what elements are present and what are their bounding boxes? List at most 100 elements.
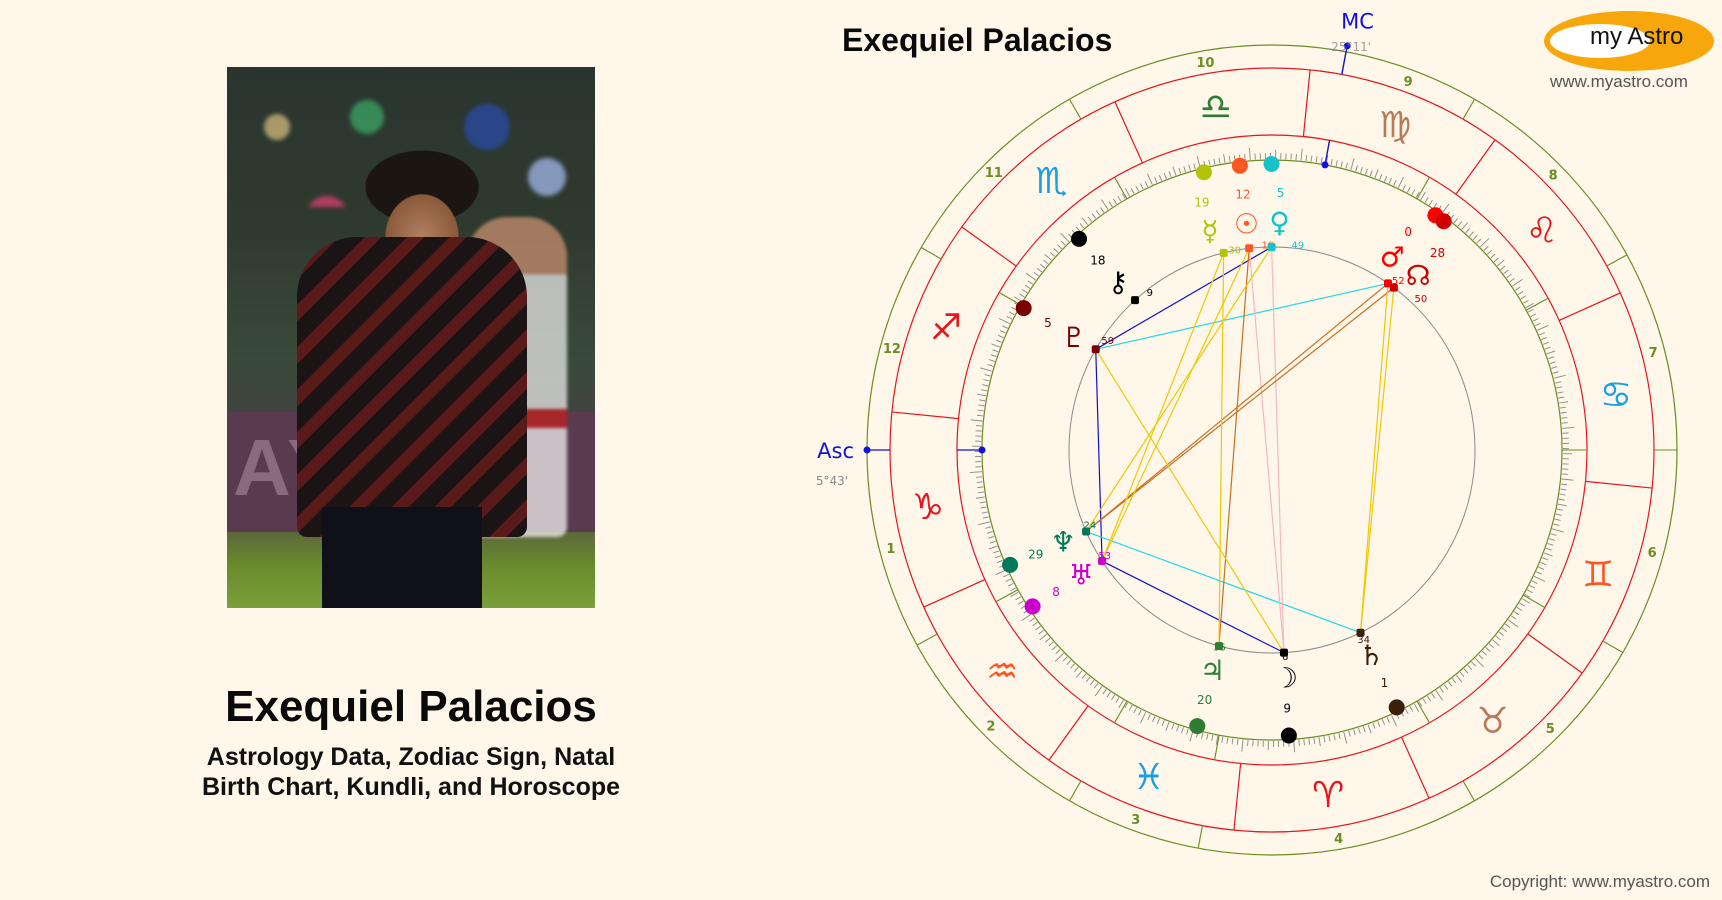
degree-tick [1536, 571, 1542, 575]
house-cusp-outer [1606, 254, 1628, 267]
degree-tick [1338, 733, 1341, 740]
sign-glyph-libra-icon: ♎ [1200, 87, 1232, 128]
degree-tick [1559, 493, 1566, 496]
degree-tick [1021, 613, 1032, 622]
degree-tick [977, 486, 984, 489]
mars-minutes: 52 [1392, 276, 1405, 287]
degree-tick [1463, 668, 1469, 674]
myastro-logo[interactable]: my Astro [1544, 11, 1714, 71]
degree-tick [1503, 269, 1509, 275]
degree-tick [1486, 249, 1493, 255]
degree-tick [1124, 188, 1131, 197]
degree-tick [1500, 265, 1506, 271]
degree-tick [1550, 533, 1557, 536]
degree-tick [1081, 217, 1089, 226]
degree-tick [1161, 720, 1165, 727]
degree-tick [990, 354, 997, 358]
degree-tick [999, 330, 1006, 334]
degree-tick [1381, 719, 1386, 725]
north-node-minutes: 50 [1415, 294, 1428, 305]
planet-chiron[interactable]: ⚷189 [1071, 230, 1153, 305]
house-cusp-outer [1462, 780, 1475, 802]
aspect-line-sextile [1095, 349, 1103, 562]
planet-venus[interactable]: ♀549 [1263, 156, 1305, 252]
house-cusp-outer [920, 247, 942, 260]
degree-tick [1377, 720, 1381, 727]
house-number-8: 8 [1549, 169, 1558, 184]
degree-tick [1193, 163, 1196, 170]
degree-tick [1152, 716, 1156, 723]
degree-tick [1008, 311, 1015, 316]
degree-tick [1427, 695, 1431, 702]
planet-saturn[interactable]: ♄134 [1356, 628, 1405, 716]
house-cusp-inner [1214, 735, 1220, 760]
pluto-minutes: 59 [1101, 336, 1114, 347]
degree-tick [1048, 641, 1054, 647]
degree-tick [992, 349, 999, 353]
degree-tick [1172, 166, 1177, 176]
degree-tick [1379, 173, 1383, 180]
degree-tick [1559, 406, 1566, 409]
degree-tick [1121, 193, 1126, 199]
degree-tick [1113, 198, 1117, 205]
degree-tick [1428, 199, 1433, 206]
sign-divider [891, 411, 959, 420]
sign-glyph-leo-icon: ♌ [1526, 210, 1558, 251]
sign-divider [1233, 763, 1242, 831]
copyright-notice: Copyright: www.myastro.com [1489, 872, 1710, 891]
chiron-aspect-dot [1131, 296, 1140, 305]
degree-tick [1019, 293, 1025, 298]
asc-dot [863, 446, 871, 454]
degree-tick [998, 318, 1011, 325]
degree-tick [986, 531, 993, 534]
degree-tick [1007, 582, 1014, 587]
degree-tick [1002, 325, 1008, 329]
sign-divider [1455, 139, 1496, 195]
neptune-aspect-dot [1082, 527, 1091, 536]
degree-tick [1443, 684, 1449, 690]
degree-tick [980, 506, 987, 509]
degree-tick [1492, 639, 1500, 647]
degree-tick [1006, 316, 1013, 320]
aspect-line-trine [1218, 252, 1225, 646]
degree-tick [989, 540, 996, 544]
degree-tick [1124, 702, 1129, 709]
degree-tick [1045, 637, 1051, 643]
mercury-degree: 19 [1194, 196, 1209, 210]
degree-tick [1043, 259, 1049, 265]
degree-tick [1424, 197, 1429, 203]
saturn-aspect-dot [1356, 628, 1365, 637]
house-cusp-outer [1197, 825, 1203, 849]
site-url[interactable]: www.myastro.com [1550, 72, 1688, 91]
degree-tick [1206, 733, 1209, 740]
degree-tick [1350, 158, 1355, 171]
degree-tick [1402, 184, 1406, 191]
degree-tick [1244, 154, 1246, 161]
north-node-degree: 28 [1430, 246, 1445, 260]
chiron-glyph-icon: ⚷ [1108, 266, 1129, 299]
degree-tick [1411, 189, 1416, 196]
degree-tick [1474, 658, 1484, 668]
planet-pluto[interactable]: ♇559 [1015, 300, 1114, 354]
degree-tick [1457, 221, 1463, 227]
house-cusp-inner [1416, 176, 1430, 200]
mc-inner-dot [1321, 161, 1329, 169]
sign-glyph-capricorn-icon: ♑ [912, 487, 944, 528]
degree-tick [1330, 159, 1333, 166]
degree-tick [1455, 674, 1463, 683]
degree-tick [1133, 707, 1138, 714]
planet-sun[interactable]: ☉1210 [1231, 157, 1274, 253]
planet-moon[interactable]: ☽96 [1273, 648, 1298, 744]
aspect-line-trine [1359, 287, 1395, 633]
degree-tick [1010, 587, 1016, 592]
degree-tick [1360, 166, 1363, 173]
degree-tick [1208, 159, 1211, 166]
planet-uranus[interactable]: ♅853 [1024, 551, 1112, 615]
house-cusp-inner [995, 589, 1019, 603]
degree-ticks [969, 147, 1575, 753]
degree-tick [988, 359, 995, 362]
